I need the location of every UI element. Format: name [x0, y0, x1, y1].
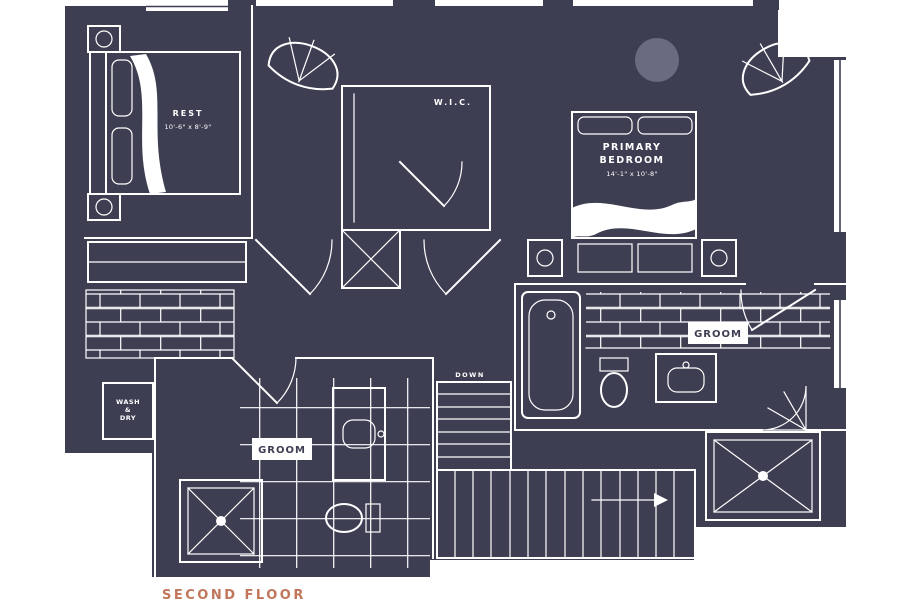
dresser-icon [637, 243, 693, 273]
sink-vanity-icon [332, 387, 386, 481]
blanket [572, 199, 696, 238]
stairs-down-label: DOWN [455, 371, 485, 379]
laundry-label-2: & [125, 406, 131, 414]
toilet-icon [325, 503, 381, 533]
laundry-label-1: WASH [116, 398, 140, 406]
side-table-icon [635, 38, 679, 82]
bathroom-lower: GROOM [154, 357, 434, 578]
door-hall [423, 238, 502, 296]
bathtub-icon [521, 291, 581, 419]
room-primary-bedroom: PRIMARY BEDROOM 14'-1" x 10'-8" [514, 38, 847, 431]
nightstand-icon [527, 239, 563, 277]
room-rest: REST 10'-6" x 8'-9" [84, 5, 253, 239]
label-box [688, 322, 748, 344]
stairs: DOWN [436, 371, 696, 559]
room-rest-label: REST [173, 109, 204, 118]
label-box [252, 438, 312, 460]
sink-vanity-icon [655, 353, 717, 403]
direction-arrow-icon [591, 493, 668, 507]
windows [146, 2, 846, 388]
blanket [130, 54, 166, 194]
bathroom-primary: GROOM [514, 291, 847, 431]
door-wic [398, 160, 463, 208]
room-wic: W.I.C. [341, 85, 491, 231]
nightstand-icon [701, 239, 737, 277]
room-primary-dims: 14'-1" x 10'-8" [606, 170, 658, 178]
toilet-icon [599, 357, 629, 408]
shower-closet [705, 431, 821, 521]
door-bath-primary [740, 288, 817, 332]
nightstand-icon [87, 193, 121, 221]
room-wic-label: W.I.C. [434, 98, 472, 107]
bath-primary-label: GROOM [694, 329, 742, 340]
room-rest-dims: 10'-6" x 8'-9" [164, 123, 211, 131]
window-mullions [228, 0, 779, 10]
nightstand-icon [87, 25, 121, 53]
bed-icon [571, 111, 697, 239]
hall-tile-floor [85, 289, 235, 359]
dresser-icon [577, 243, 633, 273]
laundry-label-3: DRY [120, 414, 136, 422]
bath-lower-label: GROOM [258, 445, 306, 456]
shower-icon [179, 479, 263, 563]
door-rest [254, 238, 333, 296]
door-fan [761, 385, 807, 431]
room-primary-label-1: PRIMARY [603, 142, 662, 153]
floor-label: SECOND FLOOR [162, 588, 306, 603]
elevator-shaft [341, 229, 401, 289]
room-primary-label-2: BEDROOM [599, 155, 664, 166]
washer-dryer-icon: WASH & DRY [102, 382, 154, 440]
closet [87, 241, 247, 283]
